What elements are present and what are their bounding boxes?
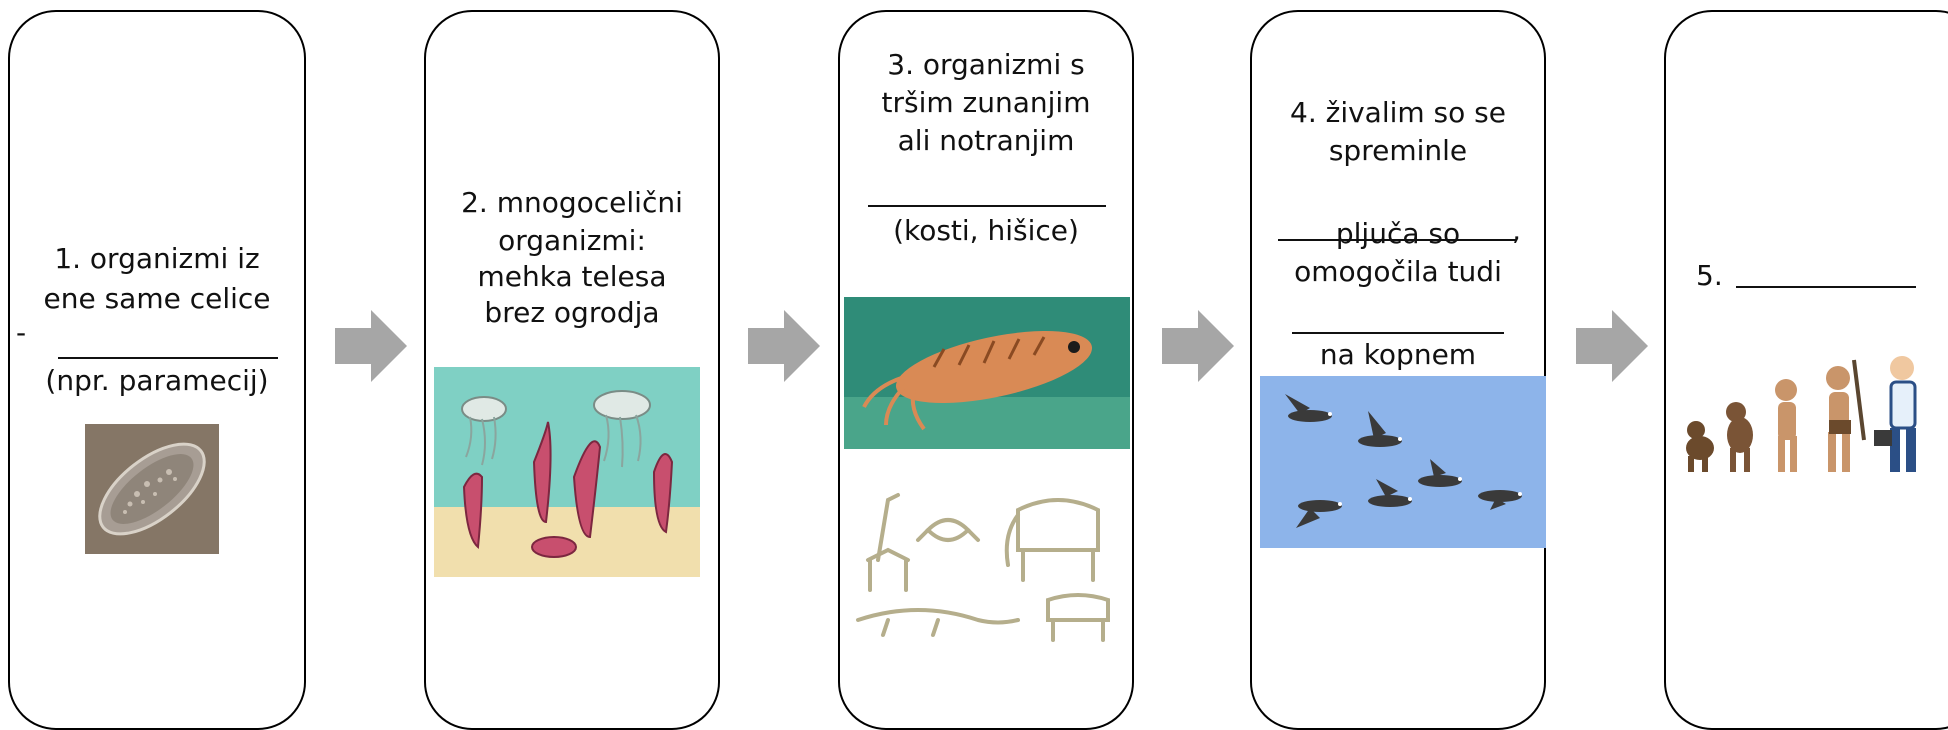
step-1-card: 1. organizmi iz ene same celice - (npr. … xyxy=(8,10,306,730)
step-2-line-4: brez ogrodja xyxy=(426,294,718,331)
step-5-card: 5. xyxy=(1664,10,1948,730)
step-1-dash: - xyxy=(16,314,26,351)
step-2-line-2: organizmi: xyxy=(426,222,718,259)
step-4-card: 4. živalim so se spreminle , pljuča so o… xyxy=(1250,10,1546,730)
step-4-line-5: na kopnem xyxy=(1252,336,1544,373)
step-2-line-1: 2. mnogocelični xyxy=(426,184,718,221)
step-2-card: 2. mnogocelični organizmi: mehka telesa … xyxy=(424,10,720,730)
step-4-line-4: omogočila tudi xyxy=(1252,253,1544,290)
step-1-line-2: ene same celice xyxy=(10,280,304,317)
geese-flying-icon xyxy=(1260,376,1546,548)
paramecium-icon xyxy=(85,424,219,554)
cuttlefish-icon xyxy=(844,297,1130,449)
step-5-label: 5. xyxy=(1696,257,1723,294)
step-4-line-3: pljuča so xyxy=(1252,215,1544,252)
step-4-line-1: 4. živalim so se xyxy=(1252,94,1544,131)
step-3-line-4: (kosti, hišice) xyxy=(840,212,1132,249)
human-evolution-icon xyxy=(1678,330,1948,476)
step-2-line-3: mehka telesa xyxy=(426,258,718,295)
step-3-line-2: tršim zunanjim xyxy=(840,84,1132,121)
right-arrow-icon xyxy=(335,310,407,382)
right-arrow-icon xyxy=(748,310,820,382)
jellyfish-sea-icon xyxy=(434,367,700,577)
step-4-line-2: spreminle xyxy=(1252,132,1544,169)
right-arrow-icon xyxy=(1162,310,1234,382)
right-arrow-icon xyxy=(1576,310,1648,382)
step-3-answer-blank xyxy=(868,205,1106,207)
step-3-line-3: ali notranjim xyxy=(840,122,1132,159)
step-1-answer-blank xyxy=(58,357,278,359)
skeletons-icon xyxy=(848,470,1128,650)
step-1-line-1: 1. organizmi iz xyxy=(10,240,304,277)
step-4-answer-blank-2 xyxy=(1292,332,1504,334)
step-3-card: 3. organizmi s tršim zunanjim ali notran… xyxy=(838,10,1134,730)
step-3-line-1: 3. organizmi s xyxy=(840,46,1132,83)
step-1-line-3: (npr. paramecij) xyxy=(10,362,304,399)
step-5-answer-blank xyxy=(1736,286,1916,288)
